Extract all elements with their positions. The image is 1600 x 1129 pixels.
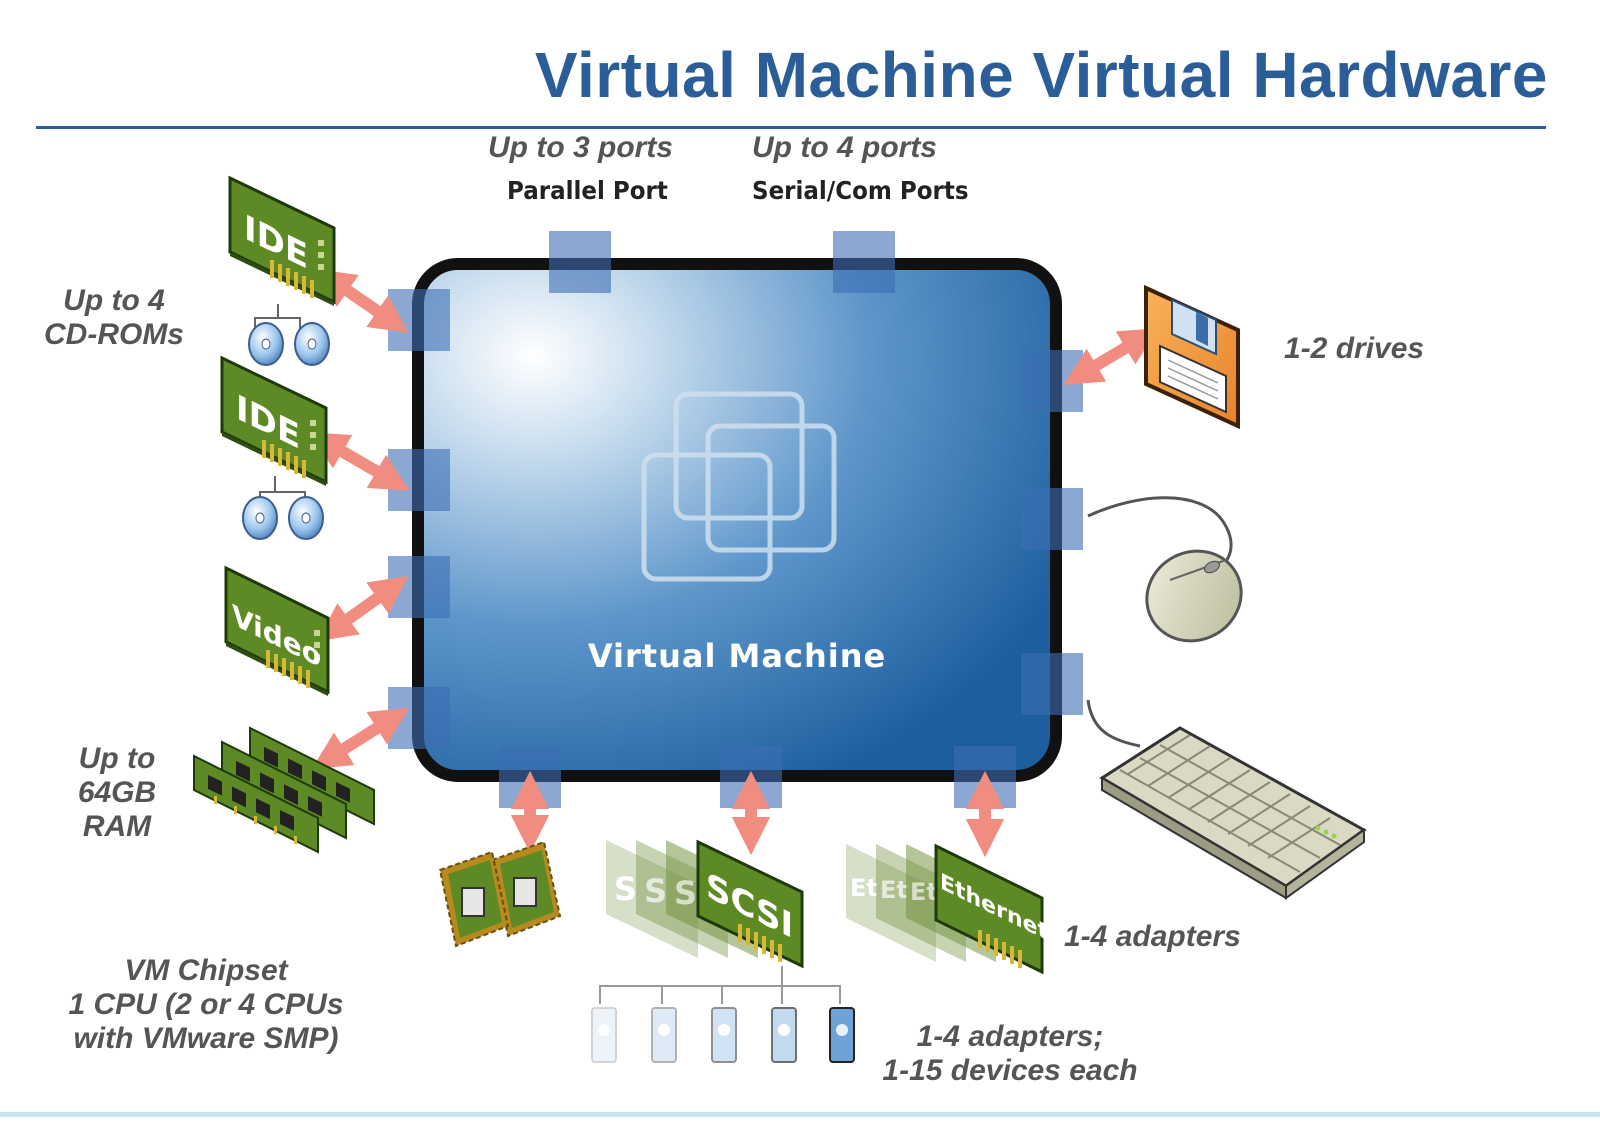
cpu-chip-icon bbox=[438, 840, 562, 948]
ide2-port bbox=[388, 449, 450, 511]
svg-text:S: S bbox=[614, 870, 637, 908]
keyboard-port bbox=[1021, 653, 1083, 715]
cdrom-label: Up to 4 CD-ROMs bbox=[44, 284, 184, 351]
ide1-arrow bbox=[316, 269, 409, 333]
floppy-port bbox=[1021, 350, 1083, 412]
chipset-label: VM Chipset 1 CPU (2 or 4 CPUs with VMwar… bbox=[68, 954, 344, 1055]
video-card-icon: Video bbox=[224, 565, 330, 696]
ram-arrow bbox=[311, 707, 410, 770]
cd-rom-icon bbox=[248, 322, 330, 366]
ide-card-icon: IDE bbox=[220, 355, 328, 486]
keyboard-icon bbox=[1086, 699, 1367, 900]
svg-text:Et: Et bbox=[850, 874, 878, 902]
scsi-card-icon: S S S SCSI bbox=[606, 839, 804, 969]
ram-port bbox=[388, 687, 450, 749]
parallel-port-count-label: Up to 3 ports bbox=[488, 131, 673, 164]
serial-port bbox=[833, 231, 895, 293]
footer-divider bbox=[0, 1112, 1600, 1117]
floppy-drives-label: 1-2 drives bbox=[1284, 332, 1425, 365]
floppy-disk-icon bbox=[1144, 284, 1240, 430]
ram-module-icon bbox=[193, 726, 375, 854]
vm-label: Virtual Machine bbox=[588, 637, 886, 675]
svg-text:S: S bbox=[674, 874, 697, 912]
ide1-port bbox=[388, 289, 450, 351]
ide-card-icon: IDE bbox=[228, 175, 336, 306]
scsi-device-tree bbox=[599, 966, 841, 1004]
ethernet-card-icon: Et Et Et Ethernet bbox=[846, 843, 1048, 975]
floppy-arrow bbox=[1063, 328, 1159, 385]
ram-label: Up to 64GB RAM bbox=[77, 742, 157, 843]
serial-port-label: Serial/Com Ports bbox=[752, 176, 969, 205]
svg-text:S: S bbox=[644, 872, 667, 910]
scsi-adapters-label: 1-4 adapters; 1-15 devices each bbox=[882, 1020, 1138, 1087]
virtual-machine-box: Virtual Machine bbox=[412, 258, 1062, 782]
mouse-port bbox=[1021, 488, 1083, 550]
mouse-icon bbox=[1087, 496, 1243, 643]
ethernet-adapters-label: 1-4 adapters bbox=[1064, 920, 1241, 953]
video-port bbox=[388, 556, 450, 618]
svg-text:Et: Et bbox=[880, 876, 908, 904]
title-divider bbox=[36, 126, 1546, 129]
ide2-arrow bbox=[309, 432, 410, 491]
connection-arrows bbox=[309, 269, 1159, 858]
parallel-port bbox=[549, 231, 611, 293]
page-title: Virtual Machine Virtual Hardware bbox=[534, 39, 1548, 111]
cd-rom-icon bbox=[242, 496, 324, 540]
parallel-port-label: Parallel Port bbox=[507, 176, 668, 205]
hard-disk-icon bbox=[591, 1007, 855, 1063]
video-arrow bbox=[317, 575, 409, 642]
svg-text:Et: Et bbox=[910, 878, 938, 906]
vmware-logo-icon bbox=[641, 391, 837, 582]
serial-port-count-label: Up to 4 ports bbox=[752, 131, 937, 164]
